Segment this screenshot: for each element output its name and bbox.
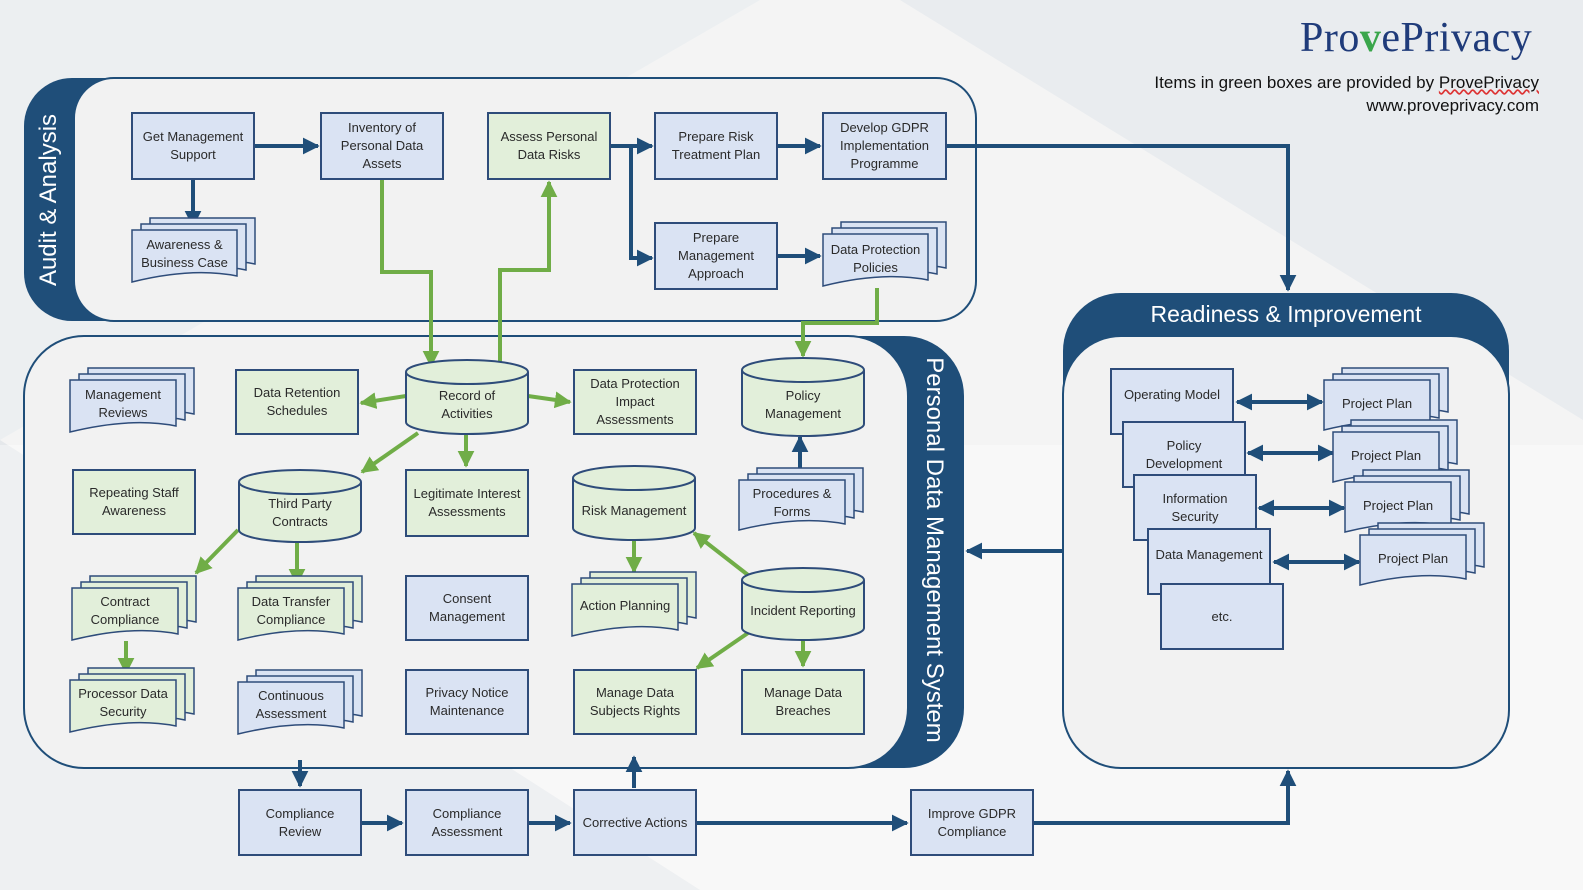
management-reviews-doc[interactable]: Management Reviews (85, 387, 161, 420)
project-plan-doc-1[interactable]: Project Plan (1341, 396, 1413, 411)
risk-management-cylinder[interactable]: Risk Management (581, 503, 687, 518)
arrow-risks-to-approach (629, 146, 654, 267)
thirdparty-cylinder (238, 469, 362, 543)
readiness-title: Readiness & Improvement (1150, 301, 1422, 327)
privacy-notice-box[interactable]: Privacy Notice Maintenance (405, 669, 529, 735)
transfer-compliance-docstack (237, 575, 363, 641)
compliance-review-box[interactable]: Compliance Review (238, 789, 362, 856)
arrow-policies-to-policy-mgmt (794, 288, 879, 358)
awareness-case-docstack (131, 217, 256, 283)
website-url[interactable]: www.proveprivacy.com (1366, 96, 1539, 115)
policy-cylinder (741, 357, 865, 437)
arrow-record-to-risks (498, 180, 558, 362)
arrow-improve-to-readiness (1034, 769, 1297, 825)
transfer-compliance-doc[interactable]: Data Transfer Compliance (251, 594, 331, 627)
etc-box[interactable]: etc. (1160, 583, 1284, 650)
inventory-box[interactable]: Inventory of Personal Data Assets (320, 112, 444, 180)
logo-text-left: Pro (1300, 15, 1360, 61)
procedures-forms-doc[interactable]: Procedures & Forms (752, 486, 832, 519)
retention-schedules-box[interactable]: Data Retention Schedules (235, 369, 359, 435)
pdms-label: Personal Data Management System (921, 357, 948, 743)
audit-analysis-label: Audit & Analysis (35, 113, 62, 287)
pdms-panel (23, 335, 964, 769)
consent-management-box[interactable]: Consent Management (405, 575, 529, 641)
corrective-actions-box[interactable]: Corrective Actions (573, 789, 697, 856)
arrow-inventory-to-record (380, 180, 440, 368)
continuous-assessment-doc[interactable]: Continuous Assessment (255, 688, 327, 721)
contract-compliance-docstack (71, 575, 197, 641)
arrow-record-to-dpia (527, 391, 572, 409)
mgmt-reviews-docstack (69, 367, 195, 433)
get-management-support-box[interactable]: Get Management Support (131, 112, 255, 180)
processor-security-docstack (69, 667, 195, 733)
project-plan-docstack-2 (1332, 419, 1458, 483)
incident-reporting-cylinder[interactable]: Incident Reporting (750, 603, 856, 618)
compliance-assessment-box[interactable]: Compliance Assessment (405, 789, 529, 856)
project-plan-docstack-4 (1359, 522, 1485, 586)
continuous-docstack (237, 669, 363, 735)
assess-risks-box[interactable]: Assess Personal Data Risks (487, 112, 611, 180)
arrow-thirdparty-to-contract (194, 528, 240, 575)
dp-policies-doc[interactable]: Data Protection Policies (830, 242, 921, 275)
arrow-incident-to-risk (692, 531, 750, 577)
project-plan-docstack-3 (1344, 469, 1470, 533)
dp-policies-docstack (822, 221, 947, 287)
contract-compliance-doc[interactable]: Contract Compliance (90, 594, 160, 627)
develop-gdpr-box[interactable]: Develop GDPR Implementation Programme (822, 112, 947, 180)
arrow-record-to-retention (359, 392, 407, 409)
record-of-activities-cylinder[interactable]: Record of Activities (438, 388, 496, 421)
third-party-contracts-cylinder[interactable]: Third Party Contracts (268, 496, 332, 529)
logo-text-right: ePrivacy (1381, 15, 1533, 61)
risk-cylinder (572, 465, 696, 541)
logo-check-icon: v (1359, 15, 1382, 61)
note-text: Items in green boxes are provided by (1154, 73, 1439, 92)
subject-rights-box[interactable]: Manage Data Subjects Rights (573, 669, 697, 735)
management-approach-box[interactable]: Prepare Management Approach (654, 222, 778, 290)
project-plan-doc-2[interactable]: Project Plan (1350, 448, 1422, 463)
staff-awareness-box[interactable]: Repeating Staff Awareness (72, 469, 196, 535)
risk-treatment-box[interactable]: Prepare Risk Treatment Plan (654, 112, 778, 180)
record-cylinder (405, 359, 529, 435)
awareness-case-doc[interactable]: Awareness & Business Case (141, 237, 228, 270)
project-plan-doc-3[interactable]: Project Plan (1362, 498, 1434, 513)
data-breaches-box[interactable]: Manage Data Breaches (741, 669, 865, 735)
legitimate-interest-box[interactable]: Legitimate Interest Assessments (405, 469, 529, 537)
procedures-docstack (738, 467, 864, 531)
improve-gdpr-box[interactable]: Improve GDPR Compliance (910, 789, 1034, 856)
dpia-box[interactable]: Data Protection Impact Assessments (573, 369, 697, 435)
green-boxes-note: Items in green boxes are provided by Pro… (1154, 73, 1539, 93)
processor-security-doc[interactable]: Processor Data Security (78, 686, 168, 719)
proveprivacy-logo[interactable]: ProvePrivacy (1300, 14, 1532, 62)
action-planning-doc[interactable]: Action Planning (579, 598, 671, 613)
arrow-record-to-thirdparty (360, 431, 420, 474)
note-brand: ProvePrivacy (1438, 73, 1539, 92)
arrow-incident-to-rights (695, 631, 750, 670)
policy-management-cylinder[interactable]: Policy Management (765, 388, 841, 421)
project-plan-doc-4[interactable]: Project Plan (1377, 551, 1449, 566)
project-plan-docstack-1 (1323, 367, 1449, 431)
incident-cylinder (741, 567, 865, 641)
arrow-develop-to-readiness (947, 144, 1297, 292)
action-planning-docstack (571, 571, 697, 637)
